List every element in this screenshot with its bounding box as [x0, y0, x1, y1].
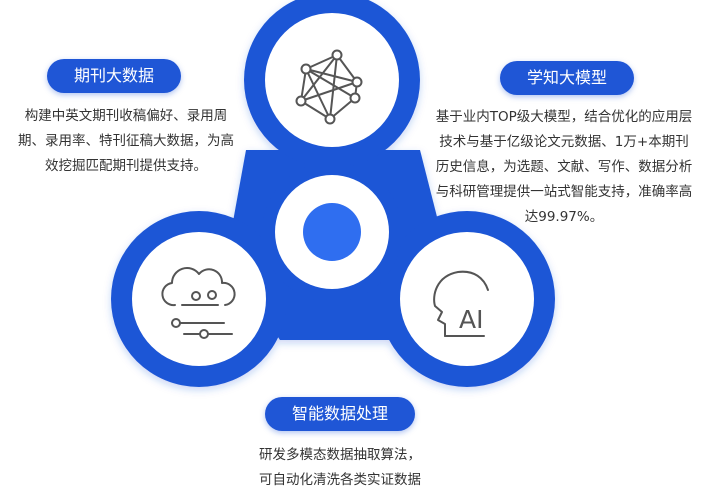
- center-dot: [303, 203, 361, 261]
- model-description: 基于业内TOP级大模型，结合优化的应用层 技术与基于亿级论文元数据、1万+本期刊…: [426, 105, 701, 230]
- description-line: 达99.97%。: [524, 209, 604, 225]
- cloud-sliders-icon: [161, 267, 236, 339]
- description-line: 研发多模态数据抽取算法，: [259, 447, 421, 463]
- description-line: 可自动化清洗各类实证数据: [259, 472, 421, 488]
- description-line: 与科研管理提供一站式智能支持，准确率高: [435, 184, 693, 200]
- description-line: 技术与基于亿级论文元数据、1万+本期刊: [439, 134, 689, 150]
- network-graph-icon: [295, 49, 363, 125]
- description-line: 基于业内TOP级大模型，结合优化的应用层: [435, 109, 693, 125]
- description-line: 期、录用率、特刊征稿大数据，为高: [18, 133, 234, 149]
- process-description: 研发多模态数据抽取算法， 可自动化清洗各类实证数据: [216, 443, 464, 493]
- description-line: 效挖掘匹配期刊提供支持。: [45, 158, 207, 174]
- ai-head-icon: [433, 270, 489, 337]
- ai-icon-label: AI: [459, 305, 483, 334]
- lobe-top-inner: [265, 13, 399, 147]
- process-title-badge: 智能数据处理: [265, 397, 415, 431]
- journal-title-badge: 期刊大数据: [47, 59, 181, 93]
- model-title-badge: 学知大模型: [500, 61, 634, 95]
- journal-description: 构建中英文期刊收稿偏好、录用周 期、录用率、特刊征稿大数据，为高 效挖掘匹配期刊…: [4, 104, 248, 179]
- description-line: 构建中英文期刊收稿偏好、录用周: [24, 108, 228, 124]
- lobe-right-inner: [400, 232, 534, 366]
- description-line: 历史信息，为选题、文献、写作、数据分析: [435, 159, 693, 175]
